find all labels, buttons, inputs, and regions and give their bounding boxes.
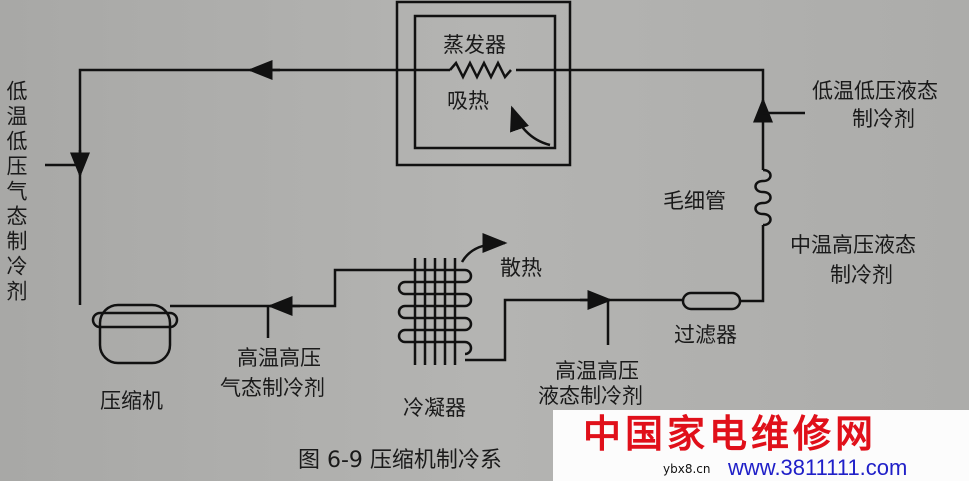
absorb-heat-label: 吸热 [447, 89, 489, 113]
figure-caption: 图 6-9 压缩机制冷系 [298, 448, 502, 473]
compressor-label: 压缩机 [100, 389, 163, 413]
mid-temp-liquid-label-2: 制冷剂 [830, 263, 893, 287]
filter-label: 过滤器 [674, 323, 737, 347]
pipe-top [78, 68, 765, 305]
pipe-compressor-out [170, 268, 405, 308]
watermark-site: ybx8.cn [663, 462, 711, 476]
mid-temp-liquid-label-1: 中温高压液态 [790, 233, 916, 257]
evaporator-outer-box [395, 0, 572, 167]
condenser-label: 冷凝器 [403, 396, 466, 420]
hot-liquid-label-2: 液态制冷剂 [538, 384, 643, 408]
heat-release-arrow [460, 233, 508, 263]
heat-absorb-arrow [510, 105, 551, 147]
low-temp-liquid-label-1: 低温低压液态 [812, 79, 938, 103]
pipe-filter-out [740, 225, 765, 303]
capillary-label: 毛细管 [663, 189, 726, 213]
evaporator-label: 蒸发器 [443, 33, 506, 57]
compressor-shape [98, 303, 172, 365]
hot-gas-label-1: 高温高压 [237, 346, 321, 370]
left-state-label: 低温低压气态制冷剂 [4, 80, 28, 305]
capillary-coil [754, 168, 772, 227]
watermark-url: www.3811111.com [728, 455, 908, 480]
low-temp-liquid-label-2: 制冷剂 [852, 107, 915, 131]
heat-release-label: 散热 [500, 256, 542, 280]
compressor-band [91, 311, 179, 329]
filter-shape [681, 291, 742, 311]
evaporator-inner-box [413, 14, 557, 150]
watermark: 中国家电维修网 ybx8.cn www.3811111.com [553, 410, 969, 481]
watermark-title: 中国家电维修网 [583, 412, 878, 456]
pipe-condenser-out [465, 298, 683, 362]
condenser-shape [397, 258, 473, 365]
evaporator-coil [449, 60, 512, 80]
hot-gas-label-2: 气态制冷剂 [220, 376, 325, 400]
hot-liquid-label-1: 高温高压 [555, 359, 639, 383]
